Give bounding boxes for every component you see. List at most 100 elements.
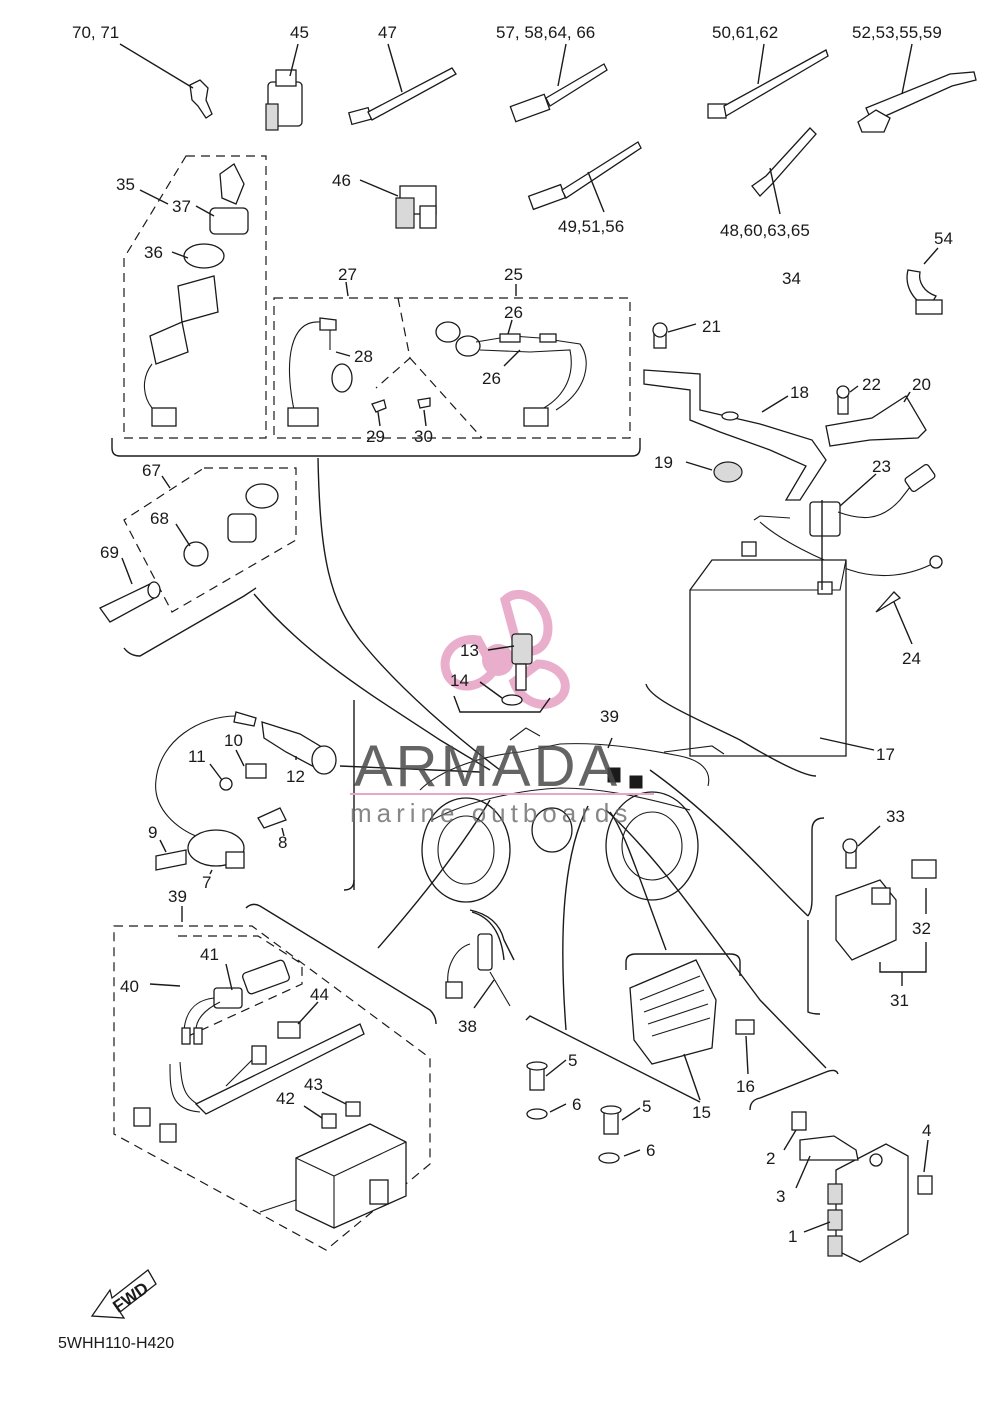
label-37: 37 (172, 197, 191, 216)
label-6a: 6 (572, 1095, 581, 1114)
label-28: 28 (354, 347, 373, 366)
label-27: 27 (338, 265, 357, 284)
routing-line-13 (607, 737, 613, 749)
label-22: 22 (862, 375, 881, 394)
label-44: 44 (310, 985, 329, 1004)
clamp-tie-52-53-55-59 (857, 43, 977, 133)
regulator-15-16 (625, 953, 755, 1101)
label-17: 17 (876, 745, 895, 764)
label-67: 67 (142, 461, 161, 480)
label-6b: 6 (646, 1141, 655, 1160)
coil-group-7-12 (155, 711, 337, 875)
label-38: 38 (458, 1017, 477, 1036)
label-33: 33 (886, 807, 905, 826)
routing-line-8 (562, 805, 589, 1031)
label-4: 4 (922, 1121, 931, 1140)
label-31: 31 (890, 991, 909, 1010)
label-52-53-55-59: 52,53,55,59 (852, 23, 942, 42)
watermark: ARMADA marine outboards (350, 734, 654, 828)
label-49-51-56: 49,51,56 (558, 217, 624, 236)
label-25: 25 (504, 265, 523, 284)
routing-line-6 (377, 799, 491, 949)
label-42: 42 (276, 1089, 295, 1108)
routing-line-9 (609, 811, 667, 951)
label-32: 32 (912, 919, 931, 938)
label-50-61-62: 50,61,62 (712, 23, 778, 42)
relay-group-31-33 (835, 825, 937, 986)
spark-plug-38 (445, 909, 515, 1009)
watermark-tagline: marine outboards (350, 798, 632, 828)
label-19: 19 (654, 453, 673, 472)
callout-labels: 70, 71 45 47 57, 58,64, 66 50,61,62 52,5… (58, 23, 953, 1352)
label-68: 68 (150, 509, 169, 528)
routing-line-3 (339, 765, 481, 773)
label-5b: 5 (642, 1097, 651, 1116)
label-36: 36 (144, 243, 163, 262)
label-13: 13 (460, 641, 479, 660)
label-15: 15 (692, 1103, 711, 1122)
label-7: 7 (202, 873, 211, 892)
relay-46 (359, 179, 437, 229)
socket-group-67 (99, 467, 297, 657)
label-2: 2 (766, 1149, 775, 1168)
harness-group-39 (113, 903, 437, 1251)
routing-line-1 (317, 457, 501, 771)
routing-line-5 (343, 879, 355, 891)
bracket-18-21-19 (643, 322, 827, 501)
label-35: 35 (116, 175, 135, 194)
label-69: 69 (100, 543, 119, 562)
cable-tie-50-61-62 (707, 43, 829, 119)
label-21: 21 (702, 317, 721, 336)
label-34: 34 (782, 269, 801, 288)
label-39b: 39 (168, 887, 187, 906)
harness-group-27-25 (273, 281, 631, 439)
label-5a: 5 (568, 1051, 577, 1070)
label-57-58-64-66: 57, 58,64, 66 (496, 23, 595, 42)
connector-45 (265, 43, 303, 131)
label-40: 40 (120, 977, 139, 996)
label-20: 20 (912, 375, 931, 394)
key-part (119, 43, 213, 119)
label-43: 43 (304, 1075, 323, 1094)
cable-tie-57-58-64-66 (509, 43, 608, 123)
label-3: 3 (776, 1187, 785, 1206)
watermark-brand: ARMADA (354, 734, 620, 799)
label-46: 46 (332, 171, 351, 190)
bracket-20-22 (825, 385, 927, 447)
sensor-13-14 (453, 633, 551, 713)
label-24: 24 (902, 649, 921, 668)
bolts-5-6 (525, 1015, 701, 1164)
routing-line-12 (807, 817, 825, 917)
cdi-unit-1-4 (749, 1069, 933, 1263)
label-11: 11 (188, 747, 206, 766)
cable-tie-49-51-56 (527, 141, 642, 213)
routing-line-2 (253, 593, 491, 771)
label-48-60-63-65: 48,60,63,65 (720, 221, 810, 240)
clamp-54 (906, 247, 943, 315)
label-70-71: 70, 71 (72, 23, 119, 42)
label-12: 12 (286, 767, 305, 786)
atv-vehicle (419, 727, 725, 903)
label-29: 29 (366, 427, 385, 446)
fwd-arrow-icon (90, 1269, 157, 1319)
label-1: 1 (788, 1227, 797, 1246)
label-16: 16 (736, 1077, 755, 1096)
label-41: 41 (200, 945, 219, 964)
battery-cable-23 (809, 463, 936, 537)
label-47: 47 (378, 23, 397, 42)
label-54: 54 (934, 229, 953, 248)
label-45: 45 (290, 23, 309, 42)
cable-tie-48-60-63-65 (751, 127, 817, 215)
label-26b: 26 (482, 369, 501, 388)
label-26a: 26 (504, 303, 523, 322)
ignition-switch-group (123, 155, 267, 439)
label-23: 23 (872, 457, 891, 476)
routing-line-10 (605, 809, 827, 1069)
routing-line-11 (649, 769, 809, 917)
label-18: 18 (790, 383, 809, 402)
diagram-code: 5WHH110-H420 (58, 1335, 174, 1352)
label-9: 9 (148, 823, 157, 842)
label-10: 10 (224, 731, 243, 750)
cable-24 (753, 515, 943, 645)
